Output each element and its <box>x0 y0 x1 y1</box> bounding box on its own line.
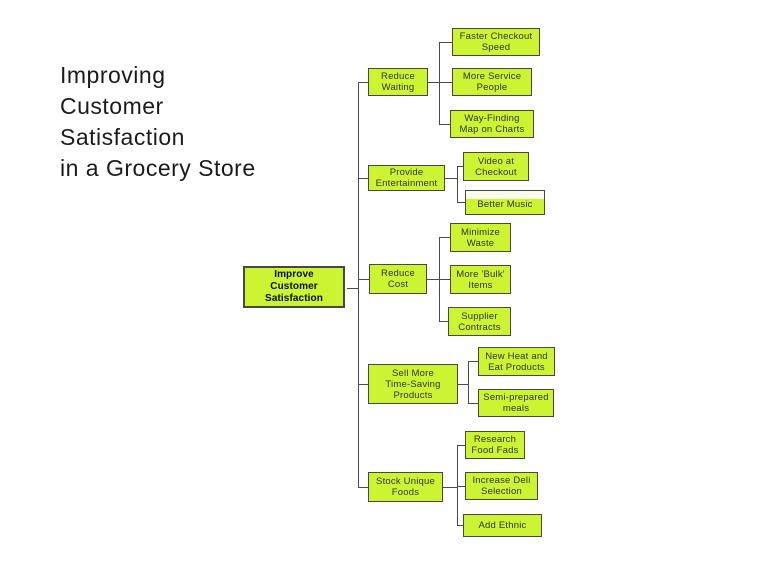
node-minimize-waste: Minimize Waste <box>450 223 511 252</box>
connector-branch4-right <box>458 384 468 385</box>
node-semi-prepared-meals: Semi-prepared meals <box>478 389 554 417</box>
node-add-ethnic: Add Ethnic <box>463 514 542 537</box>
node-sell-more-time-saving-products: Sell More Time-Saving Products <box>368 364 458 404</box>
node-increase-deli-selection: Increase Deli Selection <box>465 472 538 500</box>
connector-leaf-more-service <box>439 82 452 83</box>
connector-branch5-right <box>443 487 457 488</box>
connector-branch4-subtrunk <box>468 361 469 404</box>
connector-leaf-way-finding <box>439 124 450 125</box>
node-research-food-fads: Research Food Fads <box>465 431 525 459</box>
connector-leaf-minimize-waste <box>439 237 450 238</box>
node-faster-checkout-speed: Faster Checkout Speed <box>452 28 540 56</box>
connector-leaf-research-fads <box>457 445 465 446</box>
node-more-bulk-items: More 'Bulk' Items <box>450 265 511 294</box>
connector-branch3-right <box>427 279 439 280</box>
connector-leaf-new-heat <box>468 361 478 362</box>
connector-branch2-left <box>358 178 368 179</box>
node-better-music: Better Music <box>465 190 545 215</box>
connector-branch3-left <box>358 279 369 280</box>
node-new-heat-and-eat-products: New Heat and Eat Products <box>478 347 555 376</box>
node-reduce-cost: Reduce Cost <box>369 264 427 294</box>
connector-leaf-add-ethnic <box>457 525 463 526</box>
connector-leaf-video-checkout <box>457 166 463 167</box>
connector-root-stub <box>347 288 358 289</box>
connector-leaf-supplier-contracts <box>439 321 448 322</box>
node-stock-unique-foods: Stock Unique Foods <box>368 472 443 502</box>
node-provide-entertainment: Provide Entertainment <box>368 165 445 191</box>
connector-branch2-right <box>445 178 457 179</box>
diagram-title: Improving Customer Satisfaction in a Gro… <box>60 62 256 181</box>
connector-branch5-subtrunk <box>457 445 458 526</box>
connector-leaf-increase-deli <box>457 486 465 487</box>
node-more-service-people: More Service People <box>452 68 532 96</box>
connector-leaf-better-music <box>457 202 465 203</box>
node-way-finding-map-on-charts: Way-Finding Map on Charts <box>450 110 534 138</box>
connector-trunk <box>358 82 359 488</box>
connector-branch4-left <box>358 384 368 385</box>
connector-branch1-right <box>428 82 439 83</box>
connector-branch1-subtrunk <box>439 42 440 125</box>
connector-leaf-faster-checkout <box>439 42 452 43</box>
connector-leaf-semi-prepared <box>468 403 478 404</box>
connector-branch5-left <box>358 487 368 488</box>
node-video-at-checkout: Video at Checkout <box>463 152 529 181</box>
connector-branch1-left <box>358 82 368 83</box>
node-improve-customer-satisfaction: Improve Customer Satisfaction <box>243 266 345 308</box>
connector-leaf-more-bulk <box>439 279 450 280</box>
node-supplier-contracts: Supplier Contracts <box>448 307 511 336</box>
connector-branch2-subtrunk <box>457 166 458 203</box>
node-reduce-waiting: Reduce Waiting <box>368 68 428 96</box>
